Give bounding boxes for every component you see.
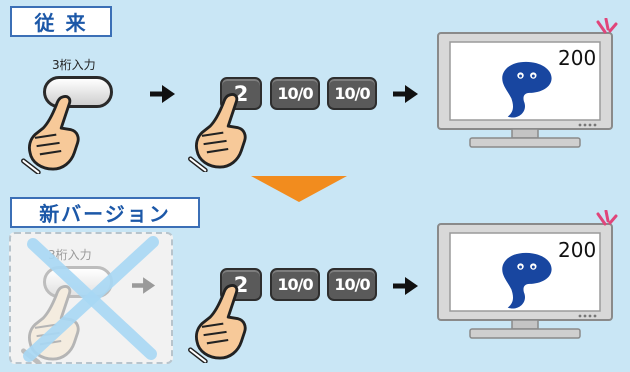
mascot-icon [498,251,554,315]
pointing-hand-icon [185,90,255,172]
key-10-0-before-2: 10/0 [327,77,377,110]
section-label-before-text: 従 来 [34,11,88,35]
input-label-before: 3桁入力 [52,58,96,72]
section-label-after: 新バージョン [10,197,200,228]
pointing-hand-icon [18,92,88,174]
mascot-icon [498,60,554,124]
key-10-0-after: 10/0 [270,268,320,301]
key-10-0-after-2-label: 10/0 [334,275,370,294]
remote-button-before [43,76,113,108]
key-10-0-after-2: 10/0 [327,268,377,301]
down-triangle-icon [251,176,347,202]
arrow-right-icon [393,84,419,104]
key-10-0-after-label: 10/0 [277,275,313,294]
sparkle-icon [596,18,618,40]
input-label-after: 3桁入力 [48,248,92,262]
pointing-hand-icon [185,281,255,363]
arrow-right-icon [393,276,419,296]
tv-channel-after: 200 [558,238,597,262]
cross-out-icon [23,236,159,362]
arrow-right-icon [150,84,176,104]
section-label-before: 従 来 [10,6,112,37]
sparkle-icon [596,210,618,232]
key-10-0-before-2-label: 10/0 [334,84,370,103]
key-10-0-before-label: 10/0 [277,84,313,103]
tv-channel-before: 200 [558,46,597,70]
key-10-0-before: 10/0 [270,77,320,110]
section-label-after-text: 新バージョン [39,202,171,226]
